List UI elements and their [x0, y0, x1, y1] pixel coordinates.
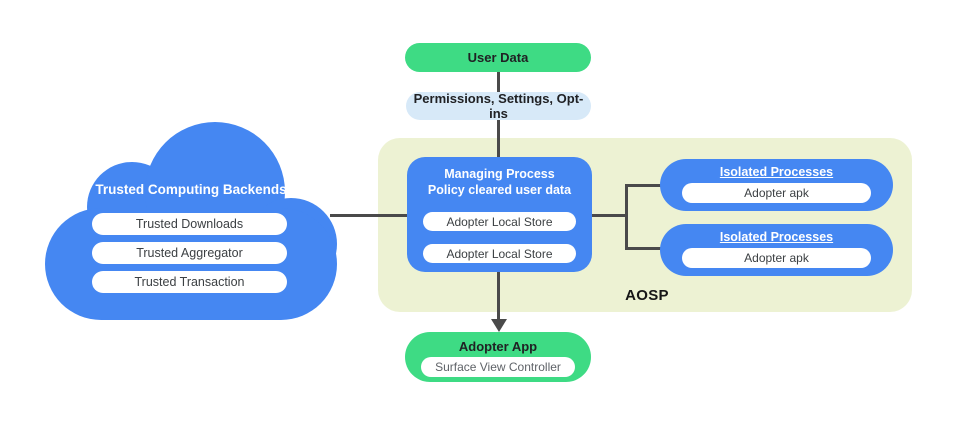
managing-process-title: Managing Process Policy cleared user dat… — [427, 167, 572, 197]
trusted-aggregator-pill: Trusted Aggregator — [92, 242, 287, 264]
adopter-local-store-pill-2: Adopter Local Store — [423, 244, 576, 263]
permissions-node: Permissions, Settings, Opt-ins — [406, 91, 591, 121]
connector-branch-bottom — [625, 247, 661, 250]
arrow-down-icon — [491, 319, 507, 332]
connector-permissions-managing — [497, 120, 500, 158]
adopter-app-node: Adopter App Surface View Controller — [405, 332, 591, 382]
adopter-local-store-pill-1: Adopter Local Store — [423, 212, 576, 231]
trusted-downloads-pill: Trusted Downloads — [92, 213, 287, 235]
permissions-label: Permissions, Settings, Opt-ins — [413, 91, 584, 121]
adopter-apk-pill-1: Adopter apk — [682, 183, 871, 203]
isolated-process-title-1: Isolated Processes — [719, 165, 834, 179]
isolated-process-node-1: Isolated Processes Adopter apk — [660, 159, 893, 211]
isolated-process-title-2: Isolated Processes — [719, 230, 834, 244]
connector-managing-adopterapp — [497, 272, 500, 319]
connector-branch-vertical — [625, 184, 628, 250]
cloud-title: Trusted Computing Backends — [95, 182, 287, 197]
user-data-node: User Data — [405, 43, 591, 72]
connector-branch-top — [625, 184, 661, 187]
adopter-app-title: Adopter App — [458, 339, 538, 354]
surface-view-controller-pill: Surface View Controller — [421, 357, 575, 377]
trusted-computing-cloud: Trusted Computing Backends Trusted Downl… — [45, 120, 337, 320]
connector-cloud-managing — [330, 214, 407, 217]
aosp-label: AOSP — [625, 287, 669, 304]
adopter-apk-pill-2: Adopter apk — [682, 248, 871, 268]
isolated-process-node-2: Isolated Processes Adopter apk — [660, 224, 893, 276]
trusted-transaction-pill: Trusted Transaction — [92, 271, 287, 293]
managing-process-node: Managing Process Policy cleared user dat… — [407, 157, 592, 272]
user-data-label: User Data — [467, 50, 529, 65]
connector-managing-branch — [592, 214, 628, 217]
connector-userdata-permissions — [497, 72, 500, 93]
